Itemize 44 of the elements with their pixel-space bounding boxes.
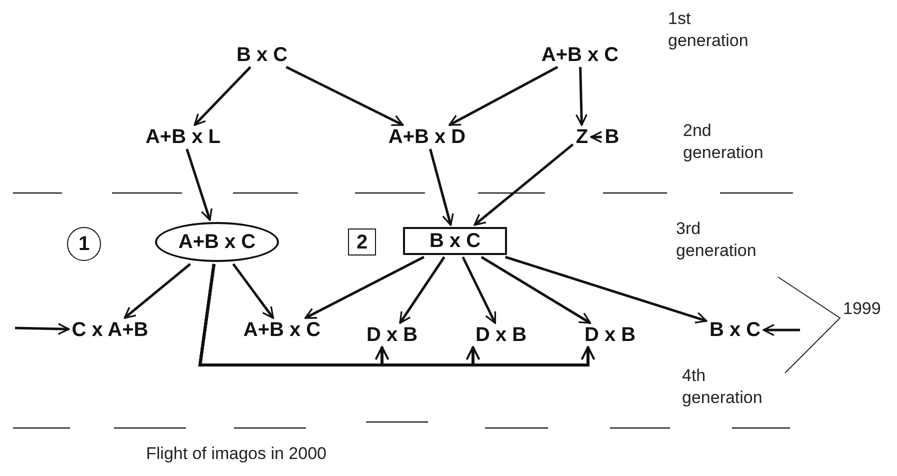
cross-label: A+B x C: [540, 45, 620, 65]
arrow: [429, 148, 454, 226]
generation-label: 4th generation: [682, 365, 764, 410]
arrow: [575, 66, 588, 126]
arrow: [124, 263, 192, 319]
generation-label: Flight of imagos in 2000: [146, 443, 328, 465]
cross-label: A+B x D: [387, 127, 467, 147]
arrow: [186, 148, 212, 221]
arrow: [448, 66, 558, 126]
cross-label: A+B x C: [178, 232, 256, 252]
arrow: [504, 256, 708, 324]
cross-label: A+B x C: [242, 320, 322, 340]
cross-label: B x C: [235, 45, 289, 65]
generation-label: 2nd generation: [683, 120, 764, 164]
cross-box: [403, 227, 507, 255]
cross-label: Z: [574, 127, 590, 147]
cross-label: A+B x L: [144, 127, 222, 147]
arrow: [762, 324, 800, 336]
arrow: [232, 263, 274, 319]
cross-label: 1: [78, 234, 90, 254]
cross-label: C x A+B: [70, 320, 150, 340]
cross-label: B: [604, 127, 620, 147]
arrow: [399, 256, 446, 324]
arrow: [194, 66, 252, 126]
arrow: [590, 130, 602, 144]
cross-ellipse: [155, 222, 279, 262]
arrow: [462, 256, 496, 324]
cross-label: B x C: [708, 320, 762, 340]
cross-label: D x B: [583, 325, 637, 345]
arrow: [474, 144, 574, 226]
arrow: [14, 322, 70, 335]
arrow: [198, 264, 596, 366]
generation-label: 1st generation: [668, 8, 750, 52]
numbered-circle: [67, 227, 101, 261]
arrow: [304, 256, 424, 320]
numbered-box: [348, 228, 376, 256]
generation-label: 3rd generation: [676, 218, 758, 262]
arrow: [286, 66, 404, 126]
arrow: [480, 256, 592, 324]
cross-label: D x B: [365, 325, 419, 345]
cross-label: B x C: [429, 231, 481, 251]
generation-label: 1999: [843, 298, 882, 320]
cross-label: 2: [356, 232, 368, 252]
cross-label: D x B: [474, 325, 528, 345]
